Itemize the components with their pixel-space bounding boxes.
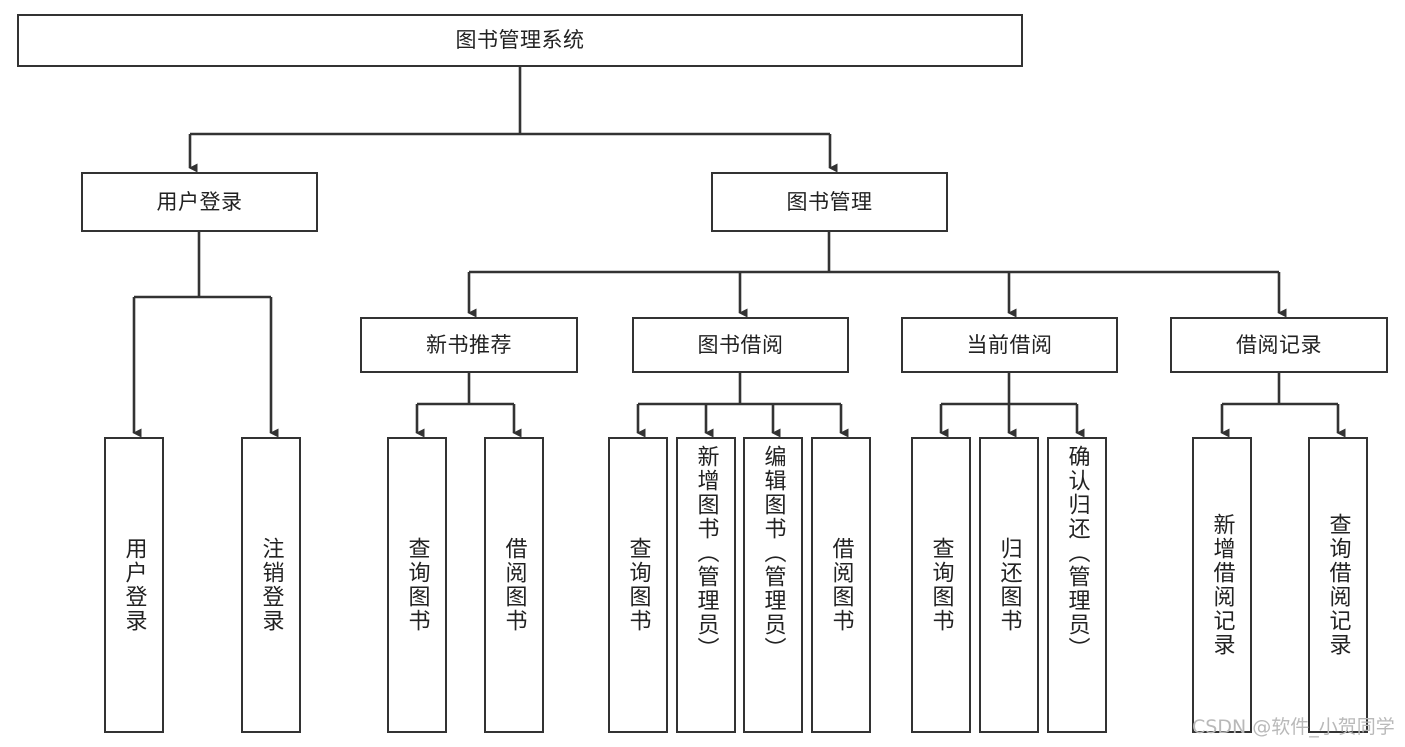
leaf-current-borrow-confirm-label: 确认归还（管理员） — [1064, 445, 1090, 661]
node-new-book-recommend-label: 新书推荐 — [426, 332, 512, 357]
leaf-new-book-query[interactable]: 查询图书 — [387, 437, 447, 733]
leaf-book-borrow-borrow-label: 借阅图书 — [828, 537, 854, 633]
leaf-current-borrow-confirm[interactable]: 确认归还（管理员） — [1047, 437, 1107, 733]
node-new-book-recommend[interactable]: 新书推荐 — [360, 317, 578, 373]
node-current-borrow-label: 当前借阅 — [966, 332, 1053, 357]
watermark: CSDN @软件_小贺同学 — [1192, 716, 1395, 738]
leaf-book-borrow-query-label: 查询图书 — [625, 537, 651, 633]
leaf-user-login-login-label: 用户登录 — [121, 537, 147, 633]
leaf-current-borrow-return-label: 归还图书 — [996, 537, 1022, 633]
leaf-book-borrow-add-label: 新增图书（管理员） — [693, 445, 719, 661]
node-book-management[interactable]: 图书管理 — [711, 172, 948, 232]
leaf-current-borrow-return[interactable]: 归还图书 — [979, 437, 1039, 733]
node-book-borrow-label: 图书借阅 — [697, 332, 784, 357]
leaf-user-login-logout-label: 注销登录 — [258, 537, 284, 633]
node-borrow-record[interactable]: 借阅记录 — [1170, 317, 1388, 373]
node-user-login-label: 用户登录 — [156, 189, 243, 214]
node-book-management-label: 图书管理 — [786, 189, 873, 214]
leaf-book-borrow-edit[interactable]: 编辑图书（管理员） — [743, 437, 803, 733]
leaf-current-borrow-query[interactable]: 查询图书 — [911, 437, 971, 733]
leaf-borrow-record-add[interactable]: 新增借阅记录 — [1192, 437, 1252, 733]
leaf-book-borrow-edit-label: 编辑图书（管理员） — [760, 445, 786, 661]
leaf-new-book-query-label: 查询图书 — [404, 537, 430, 633]
leaf-book-borrow-query[interactable]: 查询图书 — [608, 437, 668, 733]
node-book-borrow[interactable]: 图书借阅 — [632, 317, 849, 373]
node-current-borrow[interactable]: 当前借阅 — [901, 317, 1118, 373]
leaf-user-login-login[interactable]: 用户登录 — [104, 437, 164, 733]
leaf-current-borrow-query-label: 查询图书 — [928, 537, 954, 633]
leaf-book-borrow-borrow[interactable]: 借阅图书 — [811, 437, 871, 733]
node-borrow-record-label: 借阅记录 — [1236, 332, 1322, 357]
leaf-borrow-record-add-label: 新增借阅记录 — [1209, 513, 1235, 657]
leaf-new-book-borrow-label: 借阅图书 — [501, 537, 527, 633]
node-root-label: 图书管理系统 — [455, 28, 585, 53]
leaf-borrow-record-query[interactable]: 查询借阅记录 — [1308, 437, 1368, 733]
leaf-book-borrow-add[interactable]: 新增图书（管理员） — [676, 437, 736, 733]
node-user-login[interactable]: 用户登录 — [81, 172, 318, 232]
leaf-borrow-record-query-label: 查询借阅记录 — [1325, 513, 1351, 657]
leaf-user-login-logout[interactable]: 注销登录 — [241, 437, 301, 733]
leaf-new-book-borrow[interactable]: 借阅图书 — [484, 437, 544, 733]
node-root-book-management-system[interactable]: 图书管理系统 — [17, 14, 1023, 67]
